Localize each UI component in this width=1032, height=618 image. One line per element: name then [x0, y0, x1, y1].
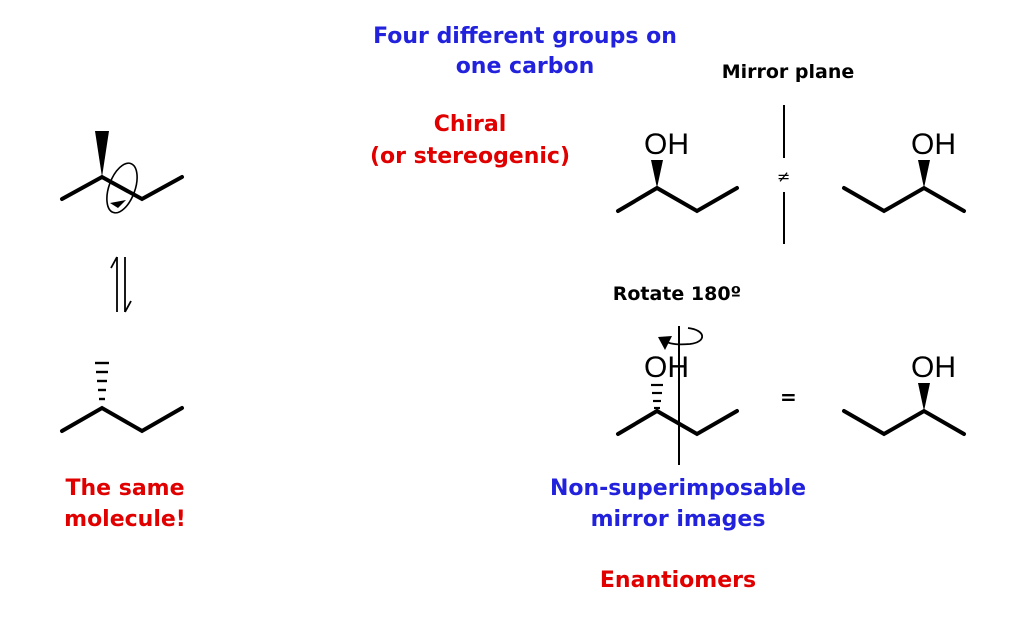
- rotate-arrowhead: [658, 336, 672, 350]
- mirror-plane-label: Mirror plane: [721, 61, 855, 83]
- molecule-hash-left: [60, 405, 184, 434]
- nonsuperimposable-line2: mirror images: [590, 507, 766, 532]
- heading-line2: one carbon: [455, 54, 595, 79]
- butanol-wedge-1: [616, 160, 739, 214]
- equilibrium-arrows-icon: [110, 256, 132, 313]
- butanol-hash-rotated: [616, 408, 739, 437]
- not-equal-sign: ≠: [777, 167, 790, 186]
- enantiomers-label: Enantiomers: [599, 568, 757, 593]
- butanol-mirror-2: [842, 383, 966, 437]
- heading-line1: Four different groups on: [373, 24, 677, 49]
- rotation-arrow-icon: [106, 162, 138, 214]
- equal-sign: =: [780, 385, 797, 409]
- hydroxyl-label-3: OH: [644, 351, 689, 384]
- butanol-mirror-1: [842, 160, 966, 214]
- hydroxyl-label-1: OH: [644, 128, 689, 161]
- rotation-arrowhead: [110, 200, 126, 208]
- hydroxyl-label-4: OH: [911, 351, 956, 384]
- hydroxyl-label-2: OH: [911, 128, 956, 161]
- hashed-bond: [95, 361, 109, 401]
- molecule-wedge-left: [60, 131, 184, 202]
- rotate-arrow-icon: [663, 327, 704, 346]
- hashed-oh-bond: [651, 383, 663, 410]
- wedge-bond: [95, 131, 109, 177]
- nonsuperimposable-line1: Non-superimposable: [549, 476, 807, 501]
- same-molecule-line1: The same: [65, 476, 185, 501]
- rotate-label: Rotate 180º: [612, 283, 742, 305]
- stereogenic-label: (or stereogenic): [369, 144, 571, 169]
- chiral-label: Chiral: [433, 112, 507, 137]
- same-molecule-line2: molecule!: [64, 507, 186, 532]
